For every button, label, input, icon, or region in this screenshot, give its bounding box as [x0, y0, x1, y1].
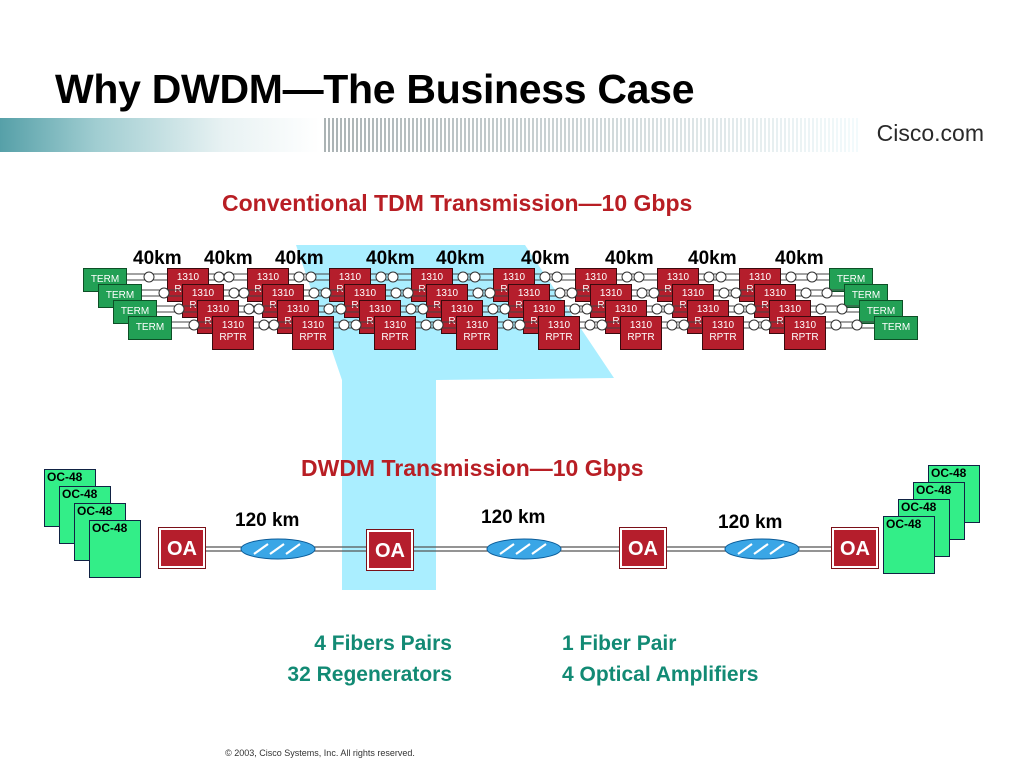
dwdm-summary-line: 1 Fiber Pair [562, 632, 677, 655]
tdm-terminal: TERM [874, 316, 918, 340]
repeater-label-top: 1310 [206, 304, 230, 315]
repeater-label-top: 1310 [191, 288, 215, 299]
optical-amplifier: OA [619, 527, 667, 569]
repeater-label-top: 1310 [301, 320, 325, 331]
repeater-label-top: 1310 [681, 288, 705, 299]
repeater-label-top: 1310 [383, 320, 407, 331]
repeater-label-top: 1310 [517, 288, 541, 299]
repeater-label-bottom: RPTR [709, 332, 737, 343]
tdm-summary-line: 4 Fibers Pairs [314, 632, 452, 655]
tdm-terminal: TERM [128, 316, 172, 340]
tdm-span-label: 40km [204, 248, 253, 269]
repeater-label-top: 1310 [614, 304, 638, 315]
repeater-label-top: 1310 [353, 288, 377, 299]
repeater-label-top: 1310 [368, 304, 392, 315]
page-title: Why DWDM—The Business Case [55, 66, 695, 112]
repeater-label-bottom: RPTR [381, 332, 409, 343]
dwdm-span-label: 120 km [481, 507, 546, 528]
tdm-fiber-line [170, 319, 875, 331]
optical-amplifier: OA [366, 529, 414, 571]
dwdm-heading: DWDM Transmission—10 Gbps [301, 455, 644, 481]
header-stripe-bar [0, 118, 858, 152]
tdm-span-label: 40km [521, 248, 570, 269]
repeater-label-top: 1310 [584, 272, 608, 283]
dwdm-summary: 1 Fiber Pair 4 Optical Amplifiers [562, 628, 822, 690]
dwdm-span-label: 120 km [718, 512, 783, 533]
tdm-span-label: 40km [688, 248, 737, 269]
repeater-label-top: 1310 [793, 320, 817, 331]
repeater-label-bottom: RPTR [791, 332, 819, 343]
tdm-span-label: 40km [366, 248, 415, 269]
repeater-label-top: 1310 [256, 272, 280, 283]
tdm-summary-line: 32 Regenerators [287, 663, 452, 686]
repeater-label-top: 1310 [666, 272, 690, 283]
repeater-label-top: 1310 [763, 288, 787, 299]
repeater-label-bottom: RPTR [219, 332, 247, 343]
repeater-label-top: 1310 [748, 272, 772, 283]
repeater-label-bottom: RPTR [463, 332, 491, 343]
dwdm-summary-line: 4 Optical Amplifiers [562, 663, 759, 686]
tdm-fiber-line [140, 287, 845, 299]
repeater-label-top: 1310 [629, 320, 653, 331]
tdm-network-diagram: TERMTERM1310RPTR1310RPTR1310RPTR1310RPTR… [83, 268, 918, 350]
tdm-fiber-line [155, 303, 860, 315]
repeater-label-top: 1310 [420, 272, 444, 283]
repeater-label-top: 1310 [778, 304, 802, 315]
brand-logo: Cisco.com [876, 120, 984, 146]
repeater-label-top: 1310 [338, 272, 362, 283]
optical-amplifier: OA [831, 527, 879, 569]
repeater-label-top: 1310 [696, 304, 720, 315]
repeater-label-top: 1310 [532, 304, 556, 315]
repeater-label-top: 1310 [502, 272, 526, 283]
repeater-label-top: 1310 [271, 288, 295, 299]
tdm-fiber-line [125, 271, 830, 283]
repeater-label-top: 1310 [221, 320, 245, 331]
tdm-span-label: 40km [133, 248, 182, 269]
repeater-label-top: 1310 [465, 320, 489, 331]
dwdm-span-label: 120 km [235, 510, 300, 531]
repeater-label-top: 1310 [711, 320, 735, 331]
copyright-notice: © 2003, Cisco Systems, Inc. All rights r… [225, 748, 415, 758]
oc48-client-card: OC-48 [89, 520, 141, 578]
optical-amplifier: OA [158, 527, 206, 569]
fiber-spool-icon [724, 538, 800, 560]
tdm-span-label: 40km [775, 248, 824, 269]
tdm-heading: Conventional TDM Transmission—10 Gbps [222, 190, 693, 216]
tdm-span-label: 40km [275, 248, 324, 269]
fiber-spool-icon [240, 538, 316, 560]
tdm-summary: 4 Fibers Pairs 32 Regenerators [240, 628, 452, 690]
tdm-span-label: 40km [605, 248, 654, 269]
repeater-label-top: 1310 [450, 304, 474, 315]
repeater-label-bottom: RPTR [545, 332, 573, 343]
oc48-client-card: OC-48 [883, 516, 935, 574]
tdm-span-label: 40km [436, 248, 485, 269]
repeater-label-top: 1310 [286, 304, 310, 315]
fiber-spool-icon [486, 538, 562, 560]
repeater-label-top: 1310 [176, 272, 200, 283]
repeater-label-top: 1310 [547, 320, 571, 331]
repeater-label-bottom: RPTR [299, 332, 327, 343]
repeater-label-top: 1310 [435, 288, 459, 299]
repeater-label-top: 1310 [599, 288, 623, 299]
repeater-label-bottom: RPTR [627, 332, 655, 343]
